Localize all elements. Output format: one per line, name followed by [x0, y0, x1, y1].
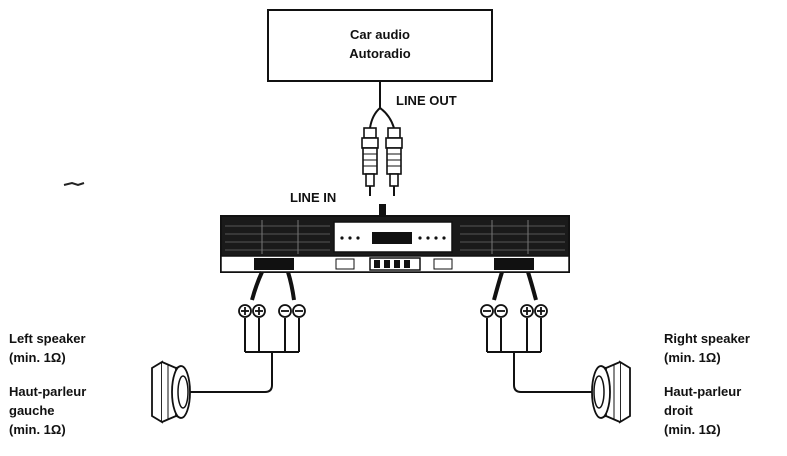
line-out-label: LINE OUT [396, 93, 457, 108]
right-speaker-min-fr: (min. 1Ω) [664, 422, 721, 437]
head-unit-box [267, 9, 493, 82]
head-unit-label-line1: Car audio [350, 27, 410, 42]
left-speaker-icon [151, 360, 191, 424]
rca-plug-left [361, 127, 379, 196]
right-speaker-cable-a [492, 271, 504, 301]
left-speaker-wire [190, 318, 300, 393]
right-speaker-label-en: Right speaker [664, 331, 750, 346]
left-speaker-cable-b [286, 271, 296, 301]
rca-plug-right [385, 127, 403, 196]
left-speaker-min-fr: (min. 1Ω) [9, 422, 66, 437]
right-terminals [480, 304, 548, 318]
left-speaker-label-fr-2: gauche [9, 403, 55, 418]
left-speaker-label-en: Left speaker [9, 331, 86, 346]
right-speaker-label-fr-2: droit [664, 403, 693, 418]
left-terminals [238, 304, 306, 318]
right-speaker-label-fr: Haut-parleur [664, 384, 742, 399]
right-speaker-icon [591, 360, 631, 424]
line-in-label: LINE IN [290, 190, 337, 205]
stray-mark [63, 181, 85, 187]
left-speaker-cable-a [250, 271, 264, 301]
right-speaker-cable-b [526, 271, 538, 301]
left-speaker-min-en: (min. 1Ω) [9, 350, 66, 365]
line-out-cable [369, 81, 395, 129]
amplifier [220, 215, 570, 273]
left-speaker-label-fr: Haut-parleur [9, 384, 87, 399]
right-speaker-wire [486, 318, 600, 393]
head-unit-label-line2: Autoradio [349, 46, 411, 61]
right-speaker-min-en: (min. 1Ω) [664, 350, 721, 365]
